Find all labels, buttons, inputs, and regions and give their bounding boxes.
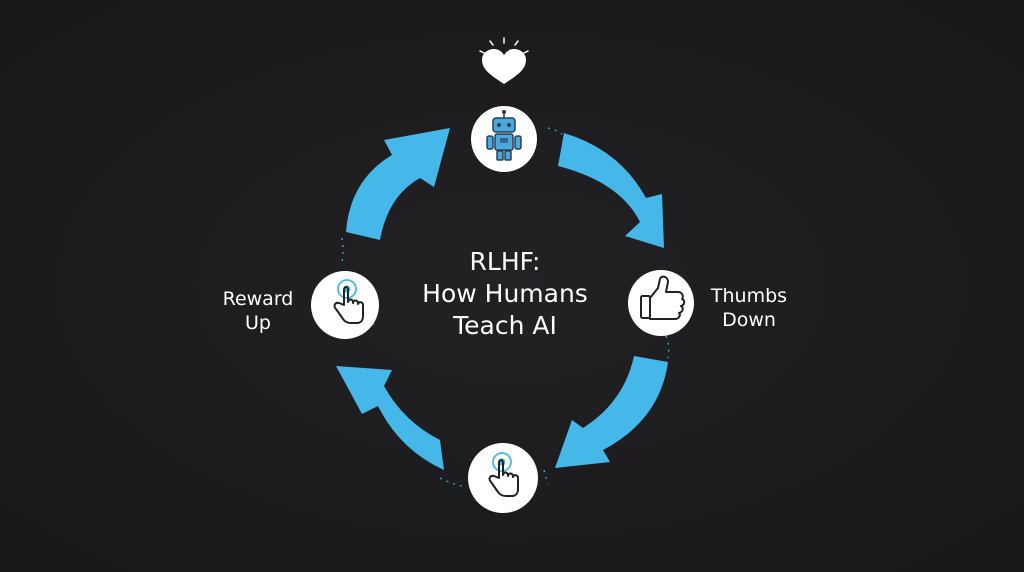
cycle-arrow-top-to-right [558, 133, 664, 248]
right-label-line-2: Down [722, 309, 776, 331]
title-line-2: How Humans [422, 279, 588, 308]
left-label-line-2: Up [245, 312, 271, 334]
left-label-line-1: Reward [222, 288, 294, 310]
node-bottom [468, 443, 538, 513]
thumbs-up-icon [640, 275, 686, 320]
right-label-line-1: Thumbs [710, 285, 788, 307]
hand-press-icon-bottom [488, 452, 519, 497]
robot-icon [486, 110, 522, 161]
cycle-arrow-right-to-bottom [555, 356, 668, 468]
diagram-title: RLHF: How Humans Teach AI [392, 246, 618, 342]
right-node-label: Thumbs Down [702, 284, 796, 332]
title-line-3: Teach AI [453, 311, 557, 340]
left-node-label: Reward Up [214, 287, 302, 335]
title-line-1: RLHF: [469, 247, 541, 276]
hand-press-icon-left [333, 279, 364, 324]
cycle-arrow-left-to-top [346, 128, 450, 240]
cycle-arrow-bottom-to-left [336, 366, 444, 470]
heart-icon [479, 37, 529, 84]
